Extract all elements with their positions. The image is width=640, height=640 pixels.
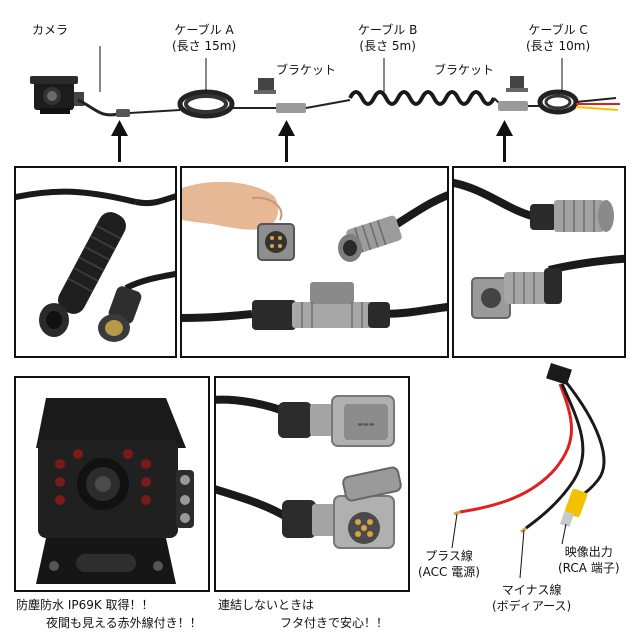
system-overview-illustration (30, 46, 620, 162)
cap-engraving-1: ▬▬▬ (357, 421, 374, 428)
panel-camera-detail (14, 376, 210, 592)
camera-caption-line2: 夜間も見える赤外線付き！！ (46, 616, 202, 630)
wire-label-video-sub: (RCA 端子) (558, 561, 620, 575)
wire-label-video: 映像出力 (RCA 端子) (558, 544, 620, 576)
arrow-up-icon (111, 120, 128, 162)
bracket-icon-2 (506, 76, 528, 92)
arrow-up-icon (278, 120, 295, 162)
dust-cap-illustration: ▬▬▬ (216, 395, 402, 549)
bracket-connector-illustration (182, 181, 447, 330)
cap-caption-line2: フタ付きで安心！！ (280, 616, 389, 630)
camera-caption-line1: 防塵防水 IP69K 取得！！ (16, 598, 154, 612)
label-bracket-2: ブラケット (434, 63, 495, 77)
cable-b-spiral-icon (348, 90, 496, 106)
camera-closeup-illustration (36, 398, 194, 584)
label-cable-a-length: (長さ 15m) (172, 39, 237, 53)
panel-camera-connector (14, 166, 177, 358)
label-cable-c-length: (長さ 10m) (526, 39, 591, 53)
label-cable-a: ケーブル A (長さ 15m) (172, 22, 236, 54)
panel-bracket-connector (180, 166, 449, 358)
wire-label-minus: マイナス線 (ボディアース) (492, 582, 571, 614)
wire-label-plus: プラス線 (ACC 電源) (418, 548, 480, 580)
arrow-up-icon (496, 120, 513, 162)
wire-label-video-name: 映像出力 (564, 545, 613, 559)
minus-wire (525, 383, 585, 530)
wire-label-minus-sub: (ボディアース) (492, 599, 572, 613)
label-cable-b-name: ケーブル B (358, 23, 418, 37)
panel-cable-c-connector (452, 166, 626, 358)
panel-cap-detail: ▬▬▬ (214, 376, 410, 592)
cap-caption-line1: 連結しないときは (218, 598, 315, 612)
wire-label-plus-name: プラス線 (425, 549, 473, 563)
wire-label-minus-name: マイナス線 (501, 583, 562, 597)
label-cable-a-name: ケーブル A (174, 23, 234, 37)
plus-wire (459, 383, 573, 514)
camera-connector-illustration (16, 188, 175, 342)
cable-a-coil-icon (177, 89, 235, 119)
rca-plug-icon (559, 488, 588, 528)
label-cable-c-name: ケーブル C (528, 23, 588, 37)
cable-c-connector-illustration (454, 178, 624, 319)
wire-label-plus-sub: (ACC 電源) (418, 565, 480, 579)
label-bracket-1: ブラケット (276, 63, 337, 77)
label-cable-b: ケーブル B (長さ 5m) (358, 22, 417, 54)
cable-c-coil-icon (537, 89, 579, 115)
camera-caption: 防塵防水 IP69K 取得！！ 夜間も見える赤外線付き！！ (16, 596, 202, 632)
label-cable-b-length: (長さ 5m) (359, 39, 416, 53)
camera-icon (30, 76, 84, 114)
cap-caption: 連結しないときは フタ付きで安心！！ (218, 596, 388, 632)
label-camera: カメラ (32, 23, 69, 37)
bracket-icon (254, 78, 276, 94)
label-cable-c: ケーブル C (長さ 10m) (526, 22, 590, 54)
